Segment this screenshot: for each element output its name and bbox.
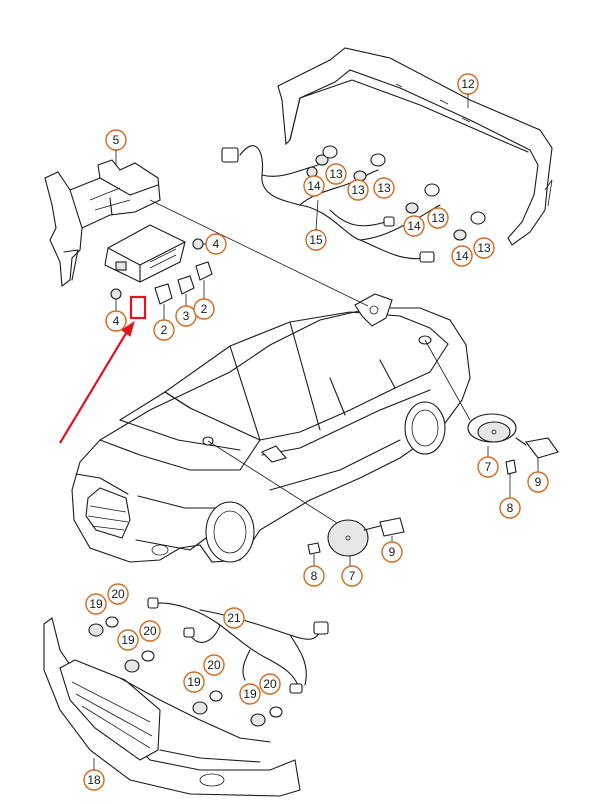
callout-7: 7 bbox=[477, 456, 499, 478]
connector-clips bbox=[115, 261, 213, 320]
svg-text:14: 14 bbox=[307, 179, 321, 193]
callout-13: 13 bbox=[373, 177, 395, 199]
svg-text:20: 20 bbox=[143, 624, 157, 638]
highlighted-part-box bbox=[129, 295, 147, 320]
callout-2: 2 bbox=[193, 298, 215, 320]
callout-14: 14 bbox=[403, 215, 425, 237]
reference-lines bbox=[149, 199, 471, 526]
svg-text:19: 19 bbox=[243, 687, 257, 701]
callout-20: 20 bbox=[259, 673, 281, 695]
callout-15: 15 bbox=[305, 229, 327, 251]
callout-13: 13 bbox=[347, 179, 369, 201]
svg-text:20: 20 bbox=[207, 658, 221, 672]
svg-text:7: 7 bbox=[349, 569, 356, 583]
callout-4: 4 bbox=[205, 233, 227, 255]
svg-text:20: 20 bbox=[263, 677, 277, 691]
svg-text:20: 20 bbox=[111, 587, 125, 601]
callout-13: 13 bbox=[473, 237, 495, 259]
svg-text:13: 13 bbox=[329, 167, 343, 181]
svg-text:2: 2 bbox=[161, 323, 168, 337]
callout-18: 18 bbox=[83, 769, 105, 791]
svg-text:9: 9 bbox=[535, 475, 542, 489]
callout-14: 14 bbox=[451, 245, 473, 267]
bracket-assembly bbox=[44, 159, 161, 288]
callout-19: 19 bbox=[85, 593, 107, 615]
callout-9: 9 bbox=[381, 541, 403, 563]
front-bumper bbox=[43, 617, 301, 797]
callout-19: 19 bbox=[183, 671, 205, 693]
callout-9: 9 bbox=[527, 471, 549, 493]
callout-20: 20 bbox=[107, 583, 129, 605]
callout-3: 3 bbox=[175, 305, 197, 327]
front-buzzer bbox=[307, 517, 405, 566]
callout-19: 19 bbox=[117, 629, 139, 651]
rear-bumper bbox=[277, 47, 553, 246]
svg-text:14: 14 bbox=[407, 219, 421, 233]
car-outline bbox=[71, 293, 471, 563]
callout-4: 4 bbox=[105, 310, 127, 332]
rear-buzzer bbox=[467, 413, 559, 498]
svg-text:13: 13 bbox=[477, 241, 491, 255]
rear-wiring-harness bbox=[221, 145, 441, 263]
callout-5: 5 bbox=[105, 129, 127, 151]
front-park-sensors bbox=[88, 616, 283, 727]
callout-14: 14 bbox=[303, 175, 325, 197]
svg-text:2: 2 bbox=[201, 302, 208, 316]
svg-text:14: 14 bbox=[455, 249, 469, 263]
svg-text:19: 19 bbox=[187, 675, 201, 689]
callout-8: 8 bbox=[499, 497, 521, 519]
callout-13: 13 bbox=[325, 163, 347, 185]
svg-text:5: 5 bbox=[113, 133, 120, 147]
svg-text:13: 13 bbox=[351, 183, 365, 197]
callout-7: 7 bbox=[341, 565, 363, 587]
callout-20: 20 bbox=[203, 654, 225, 676]
svg-text:13: 13 bbox=[431, 211, 445, 225]
svg-text:19: 19 bbox=[121, 633, 135, 647]
svg-text:8: 8 bbox=[507, 501, 514, 515]
svg-text:4: 4 bbox=[213, 237, 220, 251]
svg-text:9: 9 bbox=[389, 545, 396, 559]
rear-park-sensors bbox=[306, 145, 486, 241]
svg-text:19: 19 bbox=[89, 597, 103, 611]
callout-13: 13 bbox=[427, 207, 449, 229]
svg-text:3: 3 bbox=[183, 309, 190, 323]
svg-text:21: 21 bbox=[227, 611, 241, 625]
callout-12: 12 bbox=[457, 73, 479, 95]
svg-text:4: 4 bbox=[113, 314, 120, 328]
callout-20: 20 bbox=[139, 620, 161, 642]
svg-text:15: 15 bbox=[309, 233, 323, 247]
red-arrow-icon bbox=[59, 320, 135, 444]
svg-text:12: 12 bbox=[461, 77, 475, 91]
callout-2: 2 bbox=[153, 319, 175, 341]
svg-text:8: 8 bbox=[311, 569, 318, 583]
callout-21: 21 bbox=[223, 607, 245, 629]
svg-text:13: 13 bbox=[377, 181, 391, 195]
svg-text:18: 18 bbox=[87, 773, 101, 787]
callout-8: 8 bbox=[303, 565, 325, 587]
callout-19: 19 bbox=[239, 683, 261, 705]
front-wiring-harness bbox=[147, 597, 329, 694]
svg-text:7: 7 bbox=[485, 460, 492, 474]
